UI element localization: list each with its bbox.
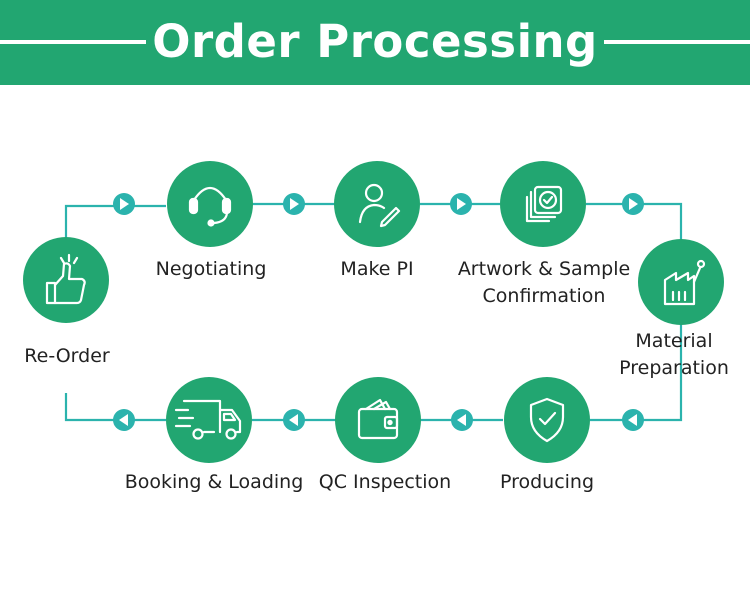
- step-booking-loading-node: [166, 377, 252, 463]
- header-rule-right: [604, 40, 750, 44]
- header-banner: Order Processing: [0, 0, 750, 85]
- arrow-left-1: [622, 409, 644, 431]
- delivery-truck-icon: [174, 399, 242, 440]
- arrow-left-2: [451, 409, 473, 431]
- wallet-icon: [357, 398, 399, 440]
- label-booking-loading: Booking & Loading: [124, 471, 304, 493]
- step-artwork-node: [500, 161, 586, 247]
- arrow-right-2: [283, 193, 305, 215]
- arrow-right-1: [113, 193, 135, 215]
- label-material-line1: Material: [635, 330, 713, 352]
- step-producing-node: [504, 377, 590, 463]
- factory-icon: [663, 259, 706, 306]
- user-edit-icon: [358, 183, 401, 228]
- header-rule-left: [0, 40, 146, 44]
- page-title: Order Processing: [152, 15, 598, 68]
- step-negotiating-node: [167, 161, 253, 247]
- label-producing: Producing: [499, 471, 595, 493]
- label-qc-inspection: QC Inspection: [318, 471, 452, 493]
- arrow-left-4: [113, 409, 135, 431]
- arrow-left-3: [283, 409, 305, 431]
- label-negotiating: Negotiating: [155, 258, 267, 280]
- arrow-right-4: [622, 193, 644, 215]
- thumbs-up-icon: [45, 253, 86, 305]
- label-make-pi: Make PI: [340, 258, 414, 280]
- step-make-pi-node: [334, 161, 420, 247]
- label-material-line2: Preparation: [619, 357, 729, 379]
- connector-artwork-material: [586, 202, 683, 240]
- label-artwork-line2: Confirmation: [482, 285, 606, 307]
- arrow-right-3: [450, 193, 472, 215]
- stacked-check-icon: [525, 185, 563, 223]
- step-qc-inspection-node: [335, 377, 421, 463]
- label-artwork-line1: Artwork & Sample: [457, 258, 631, 280]
- connector-material-producing: [590, 324, 683, 422]
- headset-icon: [188, 186, 232, 227]
- step-re-order-node: [23, 237, 109, 323]
- step-material-node: [638, 239, 724, 325]
- shield-check-icon: [529, 397, 565, 443]
- label-re-order: Re-Order: [24, 345, 110, 367]
